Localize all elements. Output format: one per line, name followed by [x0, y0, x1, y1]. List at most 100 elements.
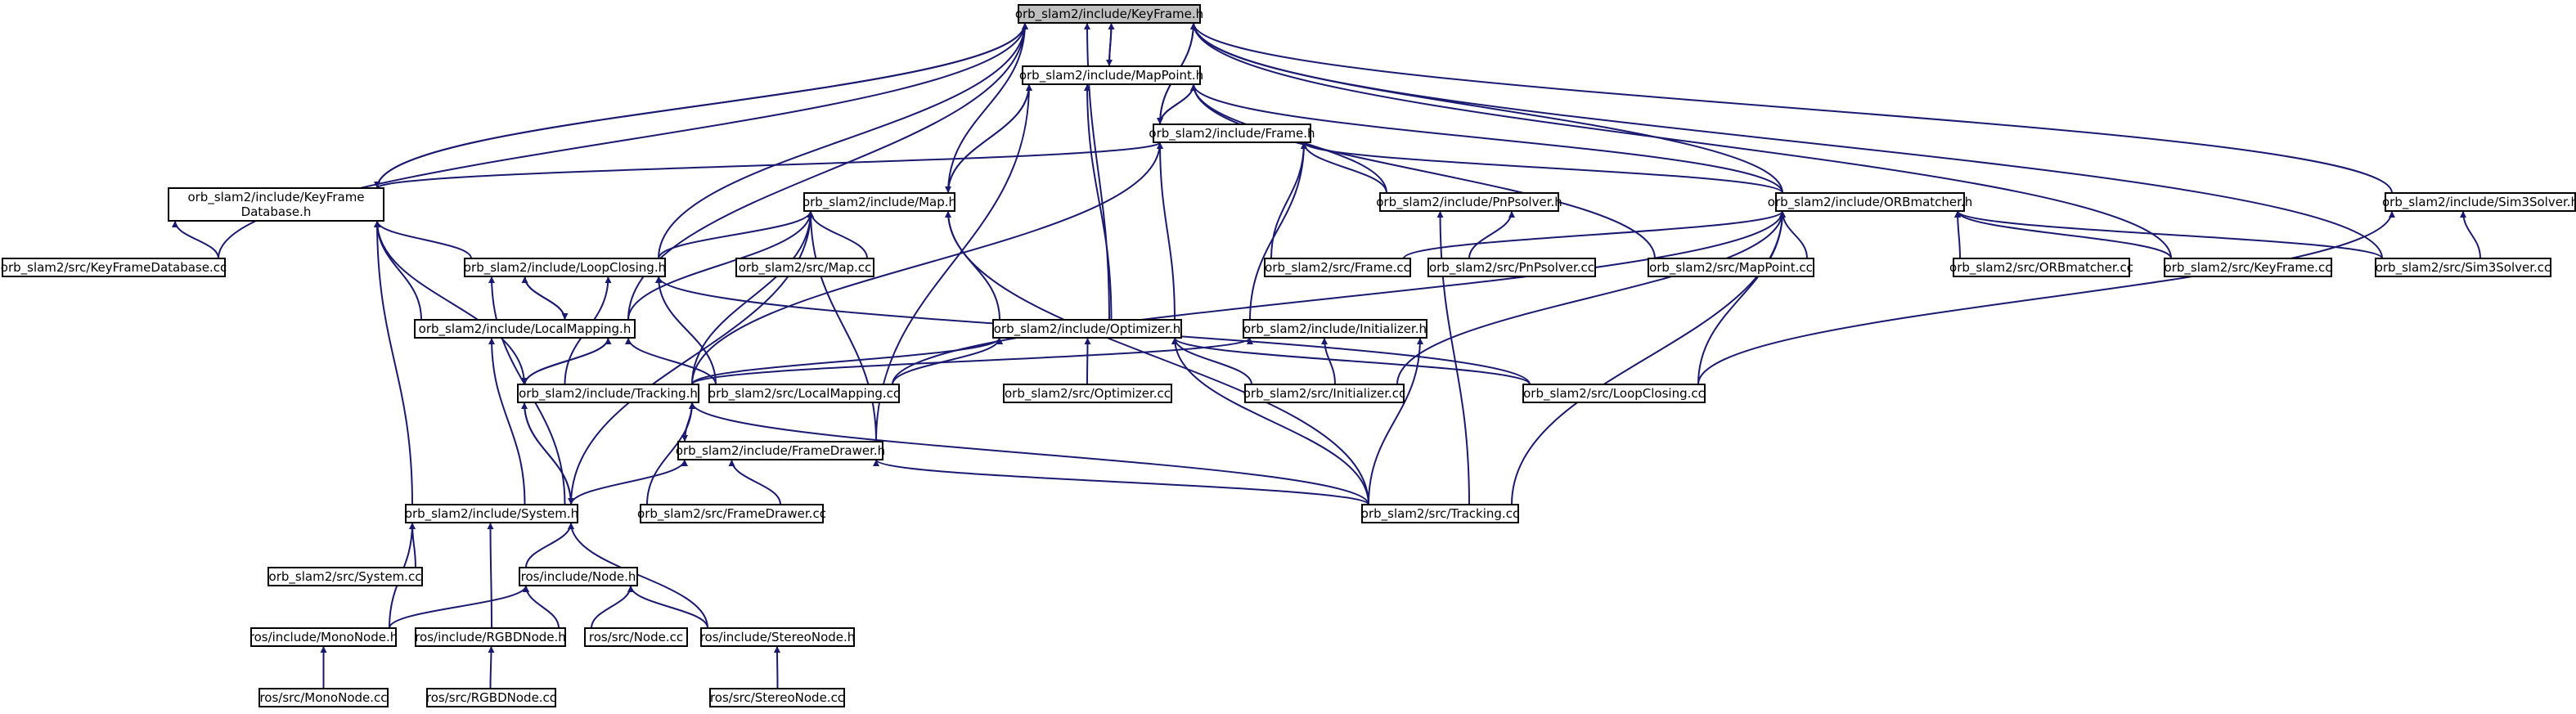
node-label: orb_slam2/src/PnPsolver.cc — [1429, 260, 1594, 276]
node-label: orb_slam2/src/LoopClosing.cc — [1523, 386, 1705, 402]
node-keyframe-cc[interactable]: orb_slam2/src/KeyFrame.cc — [2164, 258, 2332, 277]
node-box — [700, 627, 855, 647]
node-system-h[interactable]: orb_slam2/include/System.h — [405, 504, 578, 523]
node-initializer-h[interactable]: orb_slam2/include/Initializer.h — [1243, 319, 1427, 339]
edge-localmapping-cc-to-loopclosing-h — [655, 276, 717, 385]
node-loopclosing-h[interactable]: orb_slam2/include/LoopClosing.h — [464, 258, 666, 277]
node-node-h[interactable]: ros/include/Node.h — [519, 567, 638, 586]
node-box — [2164, 258, 2332, 277]
node-mappoint-h[interactable]: orb_slam2/include/MapPoint.h — [1019, 65, 1203, 85]
node-mononode-cc[interactable]: ros/src/MonoNode.cc — [258, 688, 389, 707]
node-optimizer-cc[interactable]: orb_slam2/src/Optimizer.cc — [1003, 384, 1172, 403]
node-box — [519, 567, 638, 586]
node-label: ros/src/RGBDNode.cc — [426, 690, 556, 705]
node-kfdb-h[interactable]: orb_slam2/include/KeyFrameDatabase.h — [168, 187, 384, 222]
node-box — [1522, 384, 1706, 403]
node-label: orb_slam2/src/Tracking.cc — [1361, 506, 1519, 522]
edge-tracking-cc-to-orbmatcher-h — [1511, 210, 1786, 505]
edge-keyframe-cc-to-orbmatcher-h — [1954, 210, 2172, 259]
node-sim3solver-cc[interactable]: orb_slam2/src/Sim3Solver.cc — [2375, 258, 2551, 277]
node-label: orb_slam2/src/ORBmatcher.cc — [1949, 260, 2133, 276]
node-box — [1953, 258, 2130, 277]
node-map-h[interactable]: orb_slam2/include/Map.h — [802, 192, 956, 212]
node-pnpsolver-h[interactable]: orb_slam2/include/PnPsolver.h — [1376, 192, 1562, 212]
node-rgbdnode-h[interactable]: ros/include/RGBDNode.h — [415, 627, 566, 647]
node-label: orb_slam2/include/Frame.h — [1149, 126, 1315, 141]
node-map-cc[interactable]: orb_slam2/src/Map.cc — [735, 258, 874, 277]
node-mononode-h[interactable]: ros/include/MonoNode.h — [250, 627, 398, 647]
node-label: orb_slam2/src/Optimizer.cc — [1005, 386, 1171, 402]
node-loopclosing-cc[interactable]: orb_slam2/src/LoopClosing.cc — [1522, 384, 1706, 403]
node-frame-h[interactable]: orb_slam2/include/Frame.h — [1149, 123, 1315, 143]
node-pnpsolver-cc[interactable]: orb_slam2/src/PnPsolver.cc — [1427, 258, 1596, 277]
edge-tracking-h-to-map-h — [691, 210, 814, 385]
node-tracking-h[interactable]: orb_slam2/include/Tracking.h — [517, 384, 699, 403]
node-label: orb_slam2/src/MapPoint.cc — [1649, 260, 1813, 276]
node-localmapping-cc[interactable]: orb_slam2/src/LocalMapping.cc — [708, 384, 900, 403]
node-rgbdnode-cc[interactable]: ros/src/RGBDNode.cc — [426, 688, 556, 707]
edge-frame-cc-to-orbmatcher-h — [1403, 210, 1786, 259]
edge-optimizer-h-to-frame-h — [1157, 141, 1176, 321]
node-box — [1018, 4, 1201, 24]
node-orbmatcher-h[interactable]: orb_slam2/include/ORBmatcher.h — [1768, 192, 1972, 212]
edge-tracking-cc-to-pnpsolver-h — [1436, 210, 1470, 505]
node-label: orb_slam2/include/System.h — [405, 506, 578, 522]
node-label: orb_slam2/include/Map.h — [802, 195, 956, 210]
edge-tracking-cc-to-tracking-h — [689, 402, 1369, 505]
node-stereonode-h[interactable]: ros/include/StereoNode.h — [700, 627, 856, 647]
node-label: orb_slam2/src/Frame.cc — [1265, 260, 1410, 276]
edge-initializer-h-to-frame-h — [1249, 141, 1307, 321]
edge-mappoint-cc-to-orbmatcher-h — [1779, 210, 1808, 259]
node-box — [1003, 384, 1172, 403]
node-mappoint-cc[interactable]: orb_slam2/src/MapPoint.cc — [1648, 258, 1814, 277]
node-label: ros/src/MonoNode.cc — [259, 690, 387, 705]
node-initializer-cc[interactable]: orb_slam2/src/Initializer.cc — [1243, 384, 1406, 403]
edge-kfdb-cc-to-kfdb-h — [172, 220, 219, 259]
node-label: orb_slam2/include/LoopClosing.h — [464, 260, 666, 276]
node-label: orb_slam2/src/FrameDrawer.cc — [637, 506, 826, 522]
node-box — [1243, 319, 1427, 339]
edge-mappoint-h-to-frame-h — [1157, 83, 1194, 125]
edge-tracking-h-to-frame-h — [691, 141, 1163, 385]
edge-system-h-to-kfdb-h — [374, 220, 413, 505]
edge-initializer-cc-to-optimizer-h — [1171, 337, 1252, 385]
node-frame-cc[interactable]: orb_slam2/src/Frame.cc — [1264, 258, 1411, 277]
edge-sim3solver-cc-to-keyframe-h — [1190, 22, 2383, 259]
node-keyframe-h[interactable]: orb_slam2/include/KeyFrame.h — [1015, 4, 1203, 24]
edge-orbmatcher-cc-to-orbmatcher-h — [1954, 210, 1962, 259]
edge-initializer-cc-to-initializer-h — [1321, 337, 1336, 385]
edge-loopclosing-h-to-kfdb-h — [374, 220, 472, 259]
node-optimizer-h[interactable]: orb_slam2/include/Optimizer.h — [992, 319, 1182, 339]
node-stereonode-cc[interactable]: ros/src/StereoNode.cc — [709, 688, 845, 707]
node-label: orb_slam2/include/FrameDrawer.h — [676, 443, 885, 459]
edge-initializer-cc-to-orbmatcher-h — [1396, 210, 1786, 385]
edge-rgbdnode-h-to-node-h — [523, 585, 560, 629]
node-kfdb-cc[interactable]: orb_slam2/src/KeyFrameDatabase.cc — [1, 258, 227, 277]
node-localmapping-h[interactable]: orb_slam2/include/LocalMapping.h — [414, 319, 636, 339]
node-label: ros/include/Node.h — [521, 569, 636, 584]
node-box — [2, 258, 226, 277]
edge-pnpsolver-cc-to-pnpsolver-h — [1468, 210, 1515, 259]
edge-orbmatcher-h-to-frame-h — [1301, 141, 1783, 194]
edge-system-h-to-map-h — [570, 210, 814, 505]
node-box — [405, 504, 578, 523]
edge-localmapping-h-to-map-h — [627, 210, 814, 321]
node-label: orb_slam2/include/Initializer.h — [1243, 321, 1427, 337]
edge-stereonode-cc-to-stereonode-h — [774, 645, 781, 689]
node-node-cc[interactable]: ros/src/Node.cc — [584, 627, 688, 647]
node-box — [2385, 192, 2576, 212]
edge-framedrawer-cc-to-framedrawer-h — [728, 459, 781, 505]
node-label: ros/src/StereoNode.cc — [710, 690, 844, 705]
node-tracking-cc[interactable]: orb_slam2/src/Tracking.cc — [1361, 504, 1519, 523]
edge-mappoint-cc-to-mappoint-h — [1190, 83, 1656, 259]
node-framedrawer-h[interactable]: orb_slam2/include/FrameDrawer.h — [676, 441, 885, 460]
node-label: orb_slam2/include/Optimizer.h — [994, 321, 1180, 337]
edge-framedrawer-h-to-mappoint-h — [875, 83, 1032, 442]
node-sim3solver-h[interactable]: orb_slam2/include/Sim3Solver.h — [2382, 192, 2576, 212]
node-box — [415, 627, 566, 647]
node-system-cc[interactable]: orb_slam2/src/System.cc — [267, 567, 423, 586]
node-label: orb_slam2/src/Initializer.cc — [1243, 386, 1406, 402]
node-framedrawer-cc[interactable]: orb_slam2/src/FrameDrawer.cc — [637, 504, 826, 523]
edge-optimizer-h-to-mappoint-h — [1084, 83, 1113, 321]
node-orbmatcher-cc[interactable]: orb_slam2/src/ORBmatcher.cc — [1949, 258, 2133, 277]
